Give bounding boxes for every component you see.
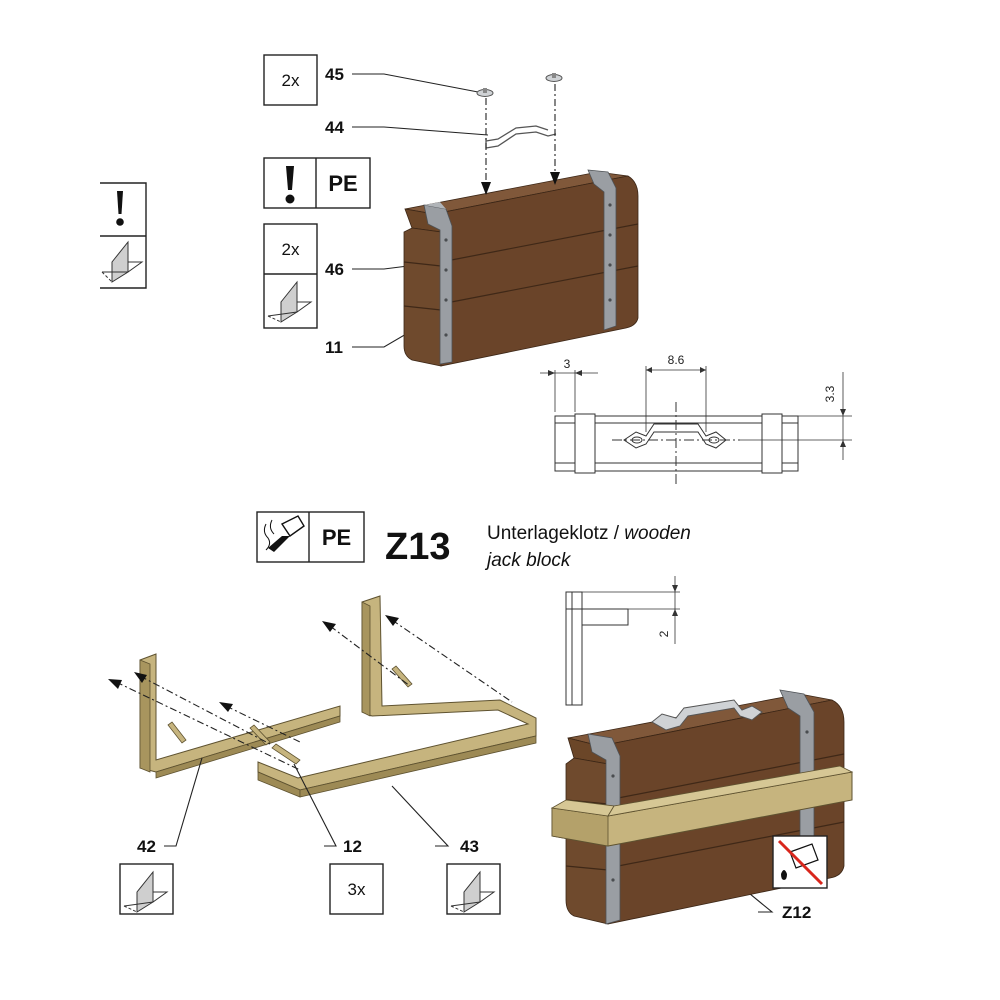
- assembly-arrows-bottom: [115, 619, 513, 771]
- wooden-chest-top: [403, 169, 639, 367]
- glue-box-42: [119, 863, 174, 915]
- pe-box-bottom: PE: [256, 511, 365, 563]
- qty-12-text: 3x: [348, 880, 366, 899]
- label-42: 42: [137, 837, 156, 856]
- assembly-arrows-top: [485, 84, 556, 184]
- dimension-arrowheads: [548, 367, 846, 447]
- section-code-z13: Z13: [385, 526, 450, 568]
- jack-block-band: [550, 765, 854, 847]
- pe-bottom-text: PE: [322, 525, 351, 550]
- handle-part-44: [485, 125, 557, 149]
- dim-2: 2: [657, 630, 671, 637]
- solder-iron-icon: [263, 515, 305, 552]
- screws-12: [167, 665, 413, 765]
- pe-top-text: PE: [328, 171, 357, 196]
- metal-strap-back: [587, 169, 617, 331]
- glue-angle-icon: [123, 870, 169, 913]
- metal-strap-front: [423, 202, 453, 365]
- bracket-42: [139, 653, 341, 779]
- exclamation-icon: [116, 191, 124, 226]
- left-edge-icon-group: [100, 182, 147, 289]
- bracket-43: [257, 595, 537, 798]
- dim-3-3: 3.3: [823, 385, 837, 402]
- label-11: 11: [325, 338, 343, 357]
- profile-arrowheads: [672, 585, 678, 616]
- desc-english-1: wooden: [624, 523, 691, 544]
- exclamation-icon: [285, 166, 295, 204]
- section-description-line1: Unterlageklotz / wooden: [487, 523, 691, 544]
- glue-angle-icon: [450, 870, 496, 913]
- qty-46-text: 2x: [282, 240, 300, 259]
- qty-box-46: 2x: [263, 223, 318, 329]
- assembly-arrowheads-bottom: [108, 615, 399, 712]
- desc-german: Unterlageklotz /: [487, 523, 624, 544]
- pe-box-top: PE: [263, 157, 371, 209]
- handle-mounts-45: [476, 73, 563, 97]
- label-12: 12: [343, 837, 362, 856]
- label-45: 45: [325, 65, 344, 84]
- qty-box-12: 3x: [329, 863, 384, 915]
- label-z12: Z12: [782, 903, 811, 922]
- side-profile-drawing: [565, 591, 629, 706]
- desc-english-2: jack block: [484, 550, 572, 571]
- no-paint-icon: [772, 835, 828, 889]
- glue-angle-icon: [267, 280, 313, 323]
- dim-8-6: 8.6: [668, 353, 685, 367]
- label-46: 46: [325, 260, 344, 279]
- label-44: 44: [325, 118, 344, 137]
- qty-box-45: 2x: [263, 54, 318, 106]
- top-view-drawing: [554, 402, 799, 484]
- label-43: 43: [460, 837, 479, 856]
- glue-box-43: [446, 863, 501, 915]
- dim-3: 3: [564, 357, 571, 371]
- qty-45-text: 2x: [282, 71, 300, 90]
- glue-angle-icon: [101, 240, 144, 283]
